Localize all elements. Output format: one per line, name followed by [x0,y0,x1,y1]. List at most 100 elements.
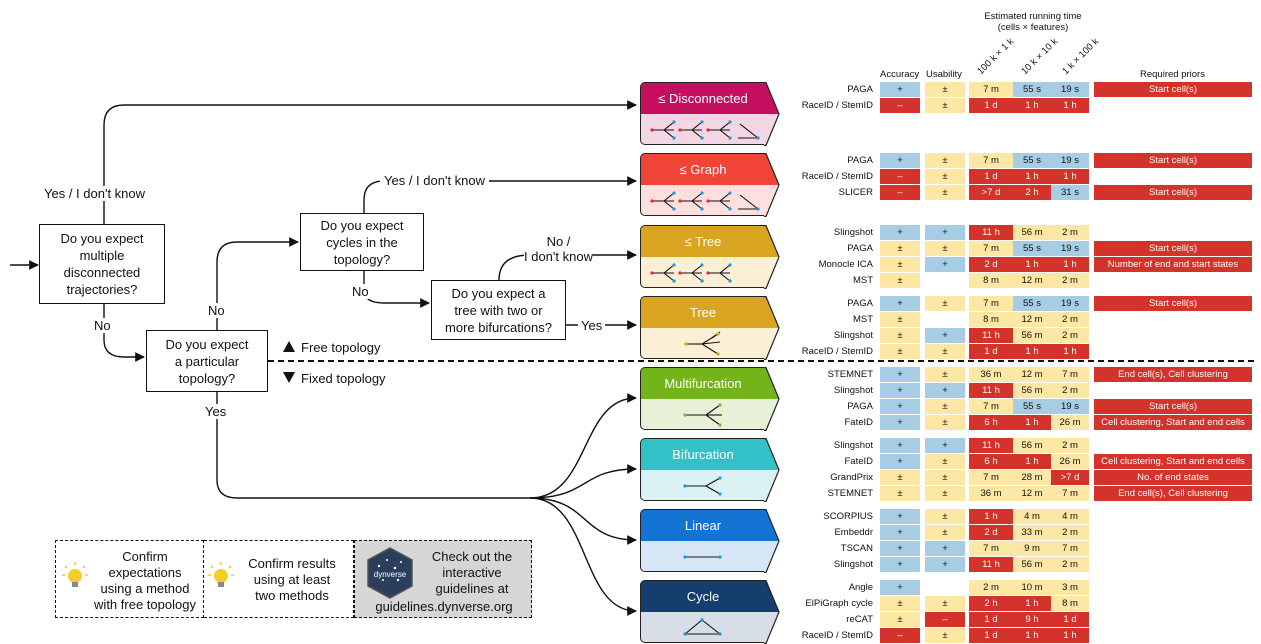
guidelines-link[interactable]: guidelines.dynverse.org [375,599,513,614]
time-cell-3: 7 m [1051,367,1089,382]
accuracy-cell: + [880,296,920,311]
time-cell-3: 1 h [1051,344,1089,359]
time-cell-2: 1 h [1013,257,1051,272]
time-cell-3: 2 m [1051,438,1089,453]
time-cell-3: 2 m [1051,525,1089,540]
topology-sketch-icon [683,403,722,427]
time-cell-3: 1 h [1051,628,1089,643]
category-title: Bifurcation [640,438,765,470]
time-cell-1: 7 m [969,296,1013,311]
category-arrow-tip [764,153,780,217]
time-cell-1: 2 h [969,596,1013,611]
time-cell-3: 19 s [1051,296,1089,311]
usability-cell: ± [925,98,965,113]
time-cell-2: 1 h [1013,628,1051,643]
usability-cell: ± [925,153,965,168]
time-cell-1: 8 m [969,312,1013,327]
topology-sketch-icon [683,476,722,496]
time-cell-2: 1 h [1013,415,1051,430]
running-time-header: Estimated running time (cells × features… [984,11,1082,33]
time-cell-3: 2 m [1051,225,1089,240]
time-cell-1: 1 d [969,612,1013,627]
accuracy-cell: + [880,438,920,453]
usability-cell: + [925,257,965,272]
time-cell-2: 1 h [1013,98,1051,113]
legend-free-topology: Confirm expectations using a method with… [55,540,204,618]
dynverse-logo-icon: dynverse [367,547,413,599]
category-arrow-tip [764,296,780,360]
accuracy-cell: ± [880,328,920,343]
time-cell-2: 4 m [1013,509,1051,524]
time-cell-2: 56 m [1013,225,1051,240]
time-cell-3: 1 h [1051,257,1089,272]
time-cell-2: 56 m [1013,383,1051,398]
usability-cell: ± [925,344,965,359]
method-name: PAGA [847,243,873,254]
usability-cell: – [925,612,965,627]
usability-header: Usability [926,69,962,80]
required-prior: Start cell(s) [1094,153,1252,168]
label-no-dont-know: No / I don't know [524,234,593,264]
time-cell-1: 11 h [969,328,1013,343]
time-cell-3: 3 m [1051,580,1089,595]
usability-cell: ± [925,82,965,97]
time-cell-3: 2 m [1051,312,1089,327]
time-cell-1: 36 m [969,486,1013,501]
usability-cell: + [925,438,965,453]
category-1: ≤ Graph [640,153,780,217]
accuracy-cell: ± [880,241,920,256]
required-prior: Cell clustering, Start and end cells [1094,415,1252,430]
time-cell-2: 1 h [1013,454,1051,469]
method-name: STEMNET [827,369,873,380]
method-name: FateID [844,456,873,467]
method-name: RaceID / StemID [801,100,873,111]
time-cell-1: 8 m [969,273,1013,288]
time-cell-1: 7 m [969,241,1013,256]
method-name: SCORPIUS [823,511,873,522]
method-name: MST [852,314,873,325]
method-name: STEMNET [827,488,873,499]
label-no-cycles: No [352,284,369,299]
accuracy-header: Accuracy [880,69,920,80]
time-cell-1: 1 d [969,628,1013,643]
time-cell-3: 19 s [1051,241,1089,256]
category-arrow-tip [764,509,780,573]
time-cell-2: 12 m [1013,367,1051,382]
time-cell-2: 28 m [1013,470,1051,485]
time-cell-3: 7 m [1051,486,1089,501]
method-name: TSCAN [840,543,873,554]
time-cell-3: 2 m [1051,273,1089,288]
method-name: FateID [844,417,873,428]
usability-cell: ± [925,454,965,469]
method-name: Slingshot [833,330,873,341]
label-no-disconnected: No [94,318,111,333]
category-title: Linear [640,509,765,541]
usability-cell: ± [925,509,965,524]
lightbulb-icon [208,562,234,587]
accuracy-cell: ± [880,273,920,288]
category-0: ≤ Disconnected [640,82,780,146]
category-title: Multifurcation [640,367,765,399]
time-cell-2: 55 s [1013,82,1051,97]
time-cell-2: 2 h [1013,185,1051,200]
time-cell-3: >7 d [1051,470,1089,485]
time-cell-2: 55 s [1013,241,1051,256]
time-cell-2: 1 h [1013,169,1051,184]
time-cell-1: 2 d [969,525,1013,540]
legend-two-methods: Confirm results using at least two metho… [204,540,354,618]
label-yes-dont-know-disconnected: Yes / I don't know [44,186,146,201]
legend-text-1: Confirm expectations using a method with… [94,549,196,612]
method-name: Embeddr [834,527,873,538]
required-prior: No. of end states [1094,470,1252,485]
time-cell-2: 1 h [1013,344,1051,359]
category-arrow-tip [764,225,780,289]
time-cell-1: 11 h [969,438,1013,453]
category-title: Cycle [640,580,765,612]
method-name: Monocle ICA [818,259,873,270]
accuracy-cell: ± [880,596,920,611]
method-name: RaceID / StemID [801,171,873,182]
time-cell-3: 26 m [1051,454,1089,469]
time-cell-1: 6 h [969,454,1013,469]
time-cell-3: 19 s [1051,399,1089,414]
time-cell-3: 26 m [1051,415,1089,430]
